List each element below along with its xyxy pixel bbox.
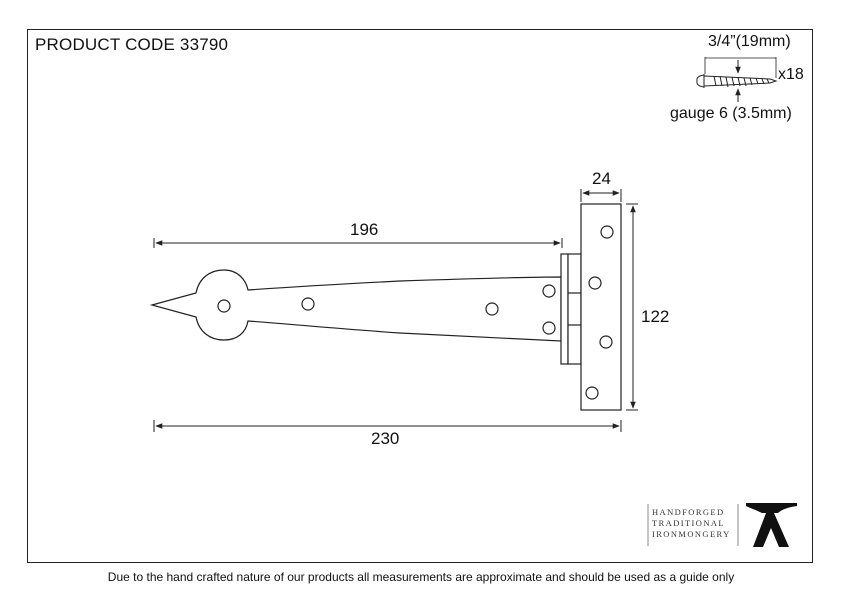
screw-length-label: 3/4”(19mm) (708, 33, 791, 50)
footer-disclaimer: Due to the hand crafted nature of our pr… (107, 570, 735, 584)
logo (647, 503, 797, 547)
strap-hole (217, 299, 231, 313)
logo-line: IRONMONGERY (652, 529, 731, 539)
drawing-frame (27, 29, 813, 563)
strap-hole (542, 284, 556, 298)
plate-hole (599, 335, 613, 349)
dimension-plate-height: 122 (641, 307, 670, 326)
dimension-lines (153, 189, 638, 432)
strap-holes (217, 284, 556, 335)
logo-line: HANDFORGED (652, 507, 725, 517)
hinge-plate (580, 203, 622, 411)
strap-hole (542, 321, 556, 335)
strap-hole (485, 302, 499, 316)
dimension-strap-length: 196 (350, 220, 379, 239)
logo-text: HANDFORGED TRADITIONAL IRONMONGERY (652, 507, 731, 540)
screw-gauge-label: gauge 6 (3.5mm) (670, 105, 792, 122)
anvil-logo-icon (746, 503, 797, 547)
plate-hole (588, 276, 602, 290)
hinge-knuckle (560, 253, 582, 365)
screw-icon (696, 57, 778, 102)
dimension-overall-length: 230 (371, 429, 400, 448)
dimension-plate-width: 24 (592, 169, 611, 188)
strap-hole (301, 297, 315, 311)
plate-hole (600, 225, 614, 239)
plate-hole (585, 386, 599, 400)
product-code: PRODUCT CODE 33790 (35, 35, 229, 54)
screw-quantity-label: x18 (778, 66, 804, 83)
hinge-strap (149, 269, 562, 342)
logo-line: TRADITIONAL (652, 518, 725, 528)
